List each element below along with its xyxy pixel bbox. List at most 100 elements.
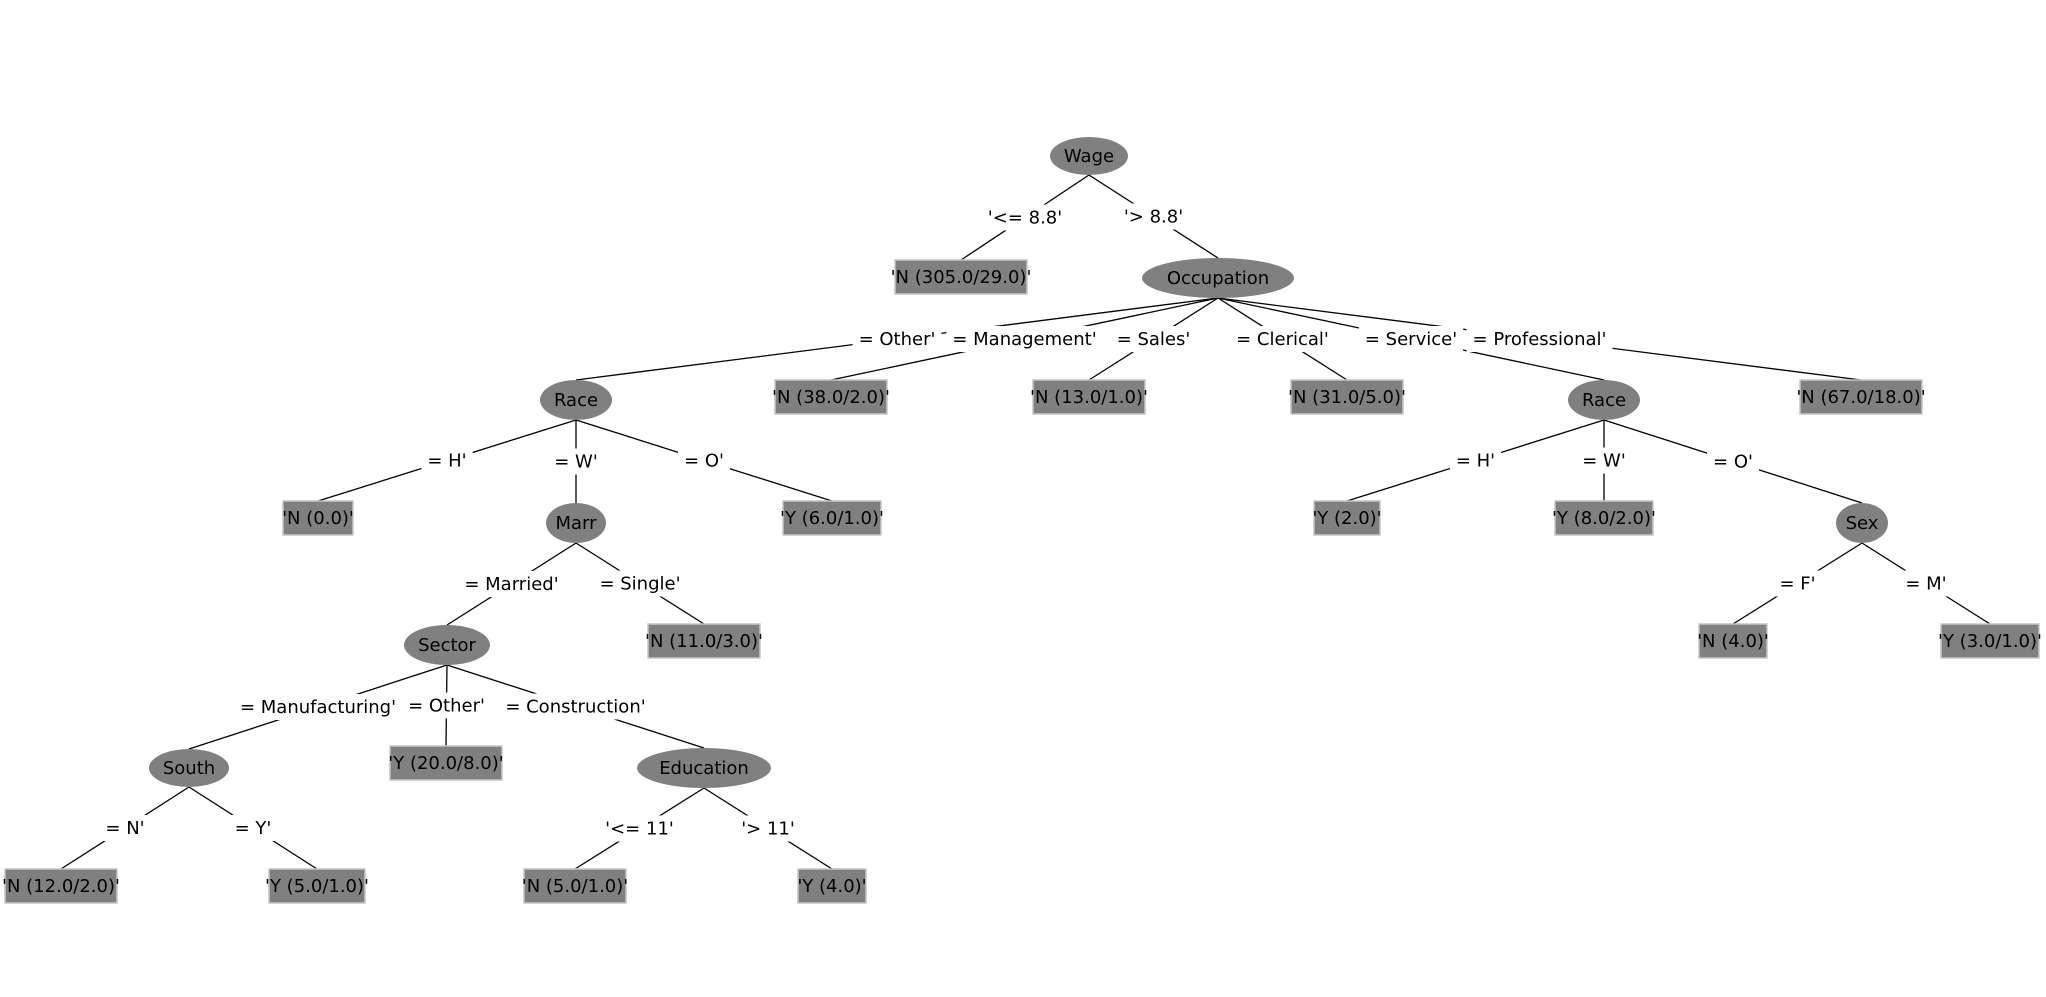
edge-label-text: = Sales' xyxy=(1117,329,1191,350)
leaf-node-leaf-n-67[interactable]: 'N (67.0/18.0)' xyxy=(1796,379,1926,415)
edge-label-marr-sector: = Married' xyxy=(458,571,565,597)
leaf-node-box xyxy=(268,868,366,904)
leaf-node-leaf-y-2[interactable]: 'Y (2.0)' xyxy=(1312,500,1382,536)
edge-label-background xyxy=(228,815,278,841)
node-label: 'Y (3.0/1.0)' xyxy=(1938,631,2042,652)
node-label: 'N (4.0)' xyxy=(1697,631,1769,652)
edge-label-background xyxy=(1449,447,1502,474)
edge-label-south-leaf-n-12: = N' xyxy=(99,815,151,841)
split-node-education[interactable]: Education xyxy=(637,748,771,788)
leaf-node-box xyxy=(1554,500,1654,536)
edge-label-race-other-leaf-y-6: = O' xyxy=(678,447,730,474)
split-node-oval xyxy=(1836,503,1888,543)
split-node-race-service[interactable]: Race xyxy=(1568,380,1640,420)
split-node-oval xyxy=(1050,137,1128,175)
edge-label-text: = H' xyxy=(427,451,466,472)
edge-label-text: '<= 8.8' xyxy=(988,208,1062,229)
leaf-node-box xyxy=(1940,623,2040,659)
edge-label-text: = Y' xyxy=(235,818,272,839)
node-label: 'N (67.0/18.0)' xyxy=(1796,387,1925,408)
edge-label-text: = W' xyxy=(1582,451,1626,472)
node-label: Education xyxy=(659,758,749,779)
edge-labels-layer: '<= 8.8''> 8.8'= Other'= Management'= Sa… xyxy=(99,203,1953,842)
leaf-node-leaf-n-12[interactable]: 'N (12.0/2.0)' xyxy=(2,868,120,904)
split-node-occupation[interactable]: Occupation xyxy=(1142,258,1294,298)
split-node-oval xyxy=(546,503,606,543)
split-node-marr[interactable]: Marr xyxy=(546,503,606,543)
edge-label-background xyxy=(678,447,730,474)
edge-label-occupation-race-service: = Service' xyxy=(1358,326,1464,352)
leaf-node-leaf-n-305[interactable]: 'N (305.0/29.0)' xyxy=(891,259,1032,295)
edge-label-text: = Single' xyxy=(599,574,680,595)
edge-label-text: = O' xyxy=(684,451,724,472)
leaf-node-leaf-n-31[interactable]: 'N (31.0/5.0)' xyxy=(1288,379,1406,415)
leaf-node-leaf-n-38[interactable]: 'N (38.0/2.0)' xyxy=(772,379,890,415)
node-label: 'N (11.0/3.0)' xyxy=(645,631,763,652)
leaf-node-leaf-n-4[interactable]: 'N (4.0)' xyxy=(1697,623,1769,659)
node-label: 'Y (4.0)' xyxy=(797,876,866,897)
leaf-node-box xyxy=(523,868,627,904)
edge-label-education-leaf-y-4: '> 11' xyxy=(735,815,801,842)
split-node-race-other[interactable]: Race xyxy=(540,380,612,420)
leaf-node-leaf-y-4[interactable]: 'Y (4.0)' xyxy=(797,868,867,904)
leaf-node-leaf-y-6[interactable]: 'Y (6.0/1.0)' xyxy=(780,500,884,536)
edge-label-background xyxy=(1707,448,1759,475)
leaf-node-box xyxy=(389,745,503,781)
leaf-node-leaf-y-3[interactable]: 'Y (3.0/1.0)' xyxy=(1938,623,2042,659)
edge-label-text: = Construction' xyxy=(505,697,645,718)
node-label: Sex xyxy=(1846,513,1879,534)
split-node-oval xyxy=(1568,380,1640,420)
leaf-node-leaf-y-5[interactable]: 'Y (5.0/1.0)' xyxy=(265,868,369,904)
node-label: Wage xyxy=(1064,146,1114,167)
leaf-node-leaf-n-5[interactable]: 'N (5.0/1.0)' xyxy=(522,868,628,904)
split-node-oval xyxy=(404,625,490,665)
node-label: 'Y (20.0/8.0)' xyxy=(388,753,503,774)
leaf-node-leaf-n-11[interactable]: 'N (11.0/3.0)' xyxy=(645,623,763,659)
edge-label-background xyxy=(981,204,1069,231)
edge-label-background xyxy=(458,571,565,597)
edge-label-background xyxy=(1773,570,1822,597)
leaf-node-leaf-n-13[interactable]: 'N (13.0/1.0)' xyxy=(1030,379,1148,415)
node-label: 'N (0.0)' xyxy=(282,508,354,529)
node-label: 'N (12.0/2.0)' xyxy=(2,876,120,897)
edge-label-text: = Manufacturing' xyxy=(240,697,396,718)
edge-label-background xyxy=(1110,326,1197,352)
node-label: 'N (5.0/1.0)' xyxy=(522,876,628,897)
edge-label-sector-leaf-y-20: = Other' xyxy=(402,692,491,719)
leaf-node-leaf-y-20[interactable]: 'Y (20.0/8.0)' xyxy=(388,745,504,781)
edge-label-marr-leaf-n-11: = Single' xyxy=(593,570,687,597)
edge-label-occupation-race-other: = Other' xyxy=(852,326,942,352)
split-node-south[interactable]: South xyxy=(149,749,229,787)
edge-label-background xyxy=(735,815,801,842)
edge-label-occupation-leaf-n-38: = Management' xyxy=(946,326,1103,352)
edge-label-text: = Other' xyxy=(408,696,485,717)
edge-label-background xyxy=(233,694,403,720)
edge-label-text: = Married' xyxy=(464,574,558,595)
leaf-node-box xyxy=(797,868,867,904)
node-label: 'N (13.0/1.0)' xyxy=(1030,387,1148,408)
edge-label-background xyxy=(1117,203,1190,230)
leaf-node-box xyxy=(1032,379,1146,415)
leaf-node-box xyxy=(282,500,354,536)
edge-label-background xyxy=(852,326,942,352)
split-node-sex[interactable]: Sex xyxy=(1836,503,1888,543)
edge-label-background xyxy=(1466,326,1613,352)
edge-label-race-other-marr: = W' xyxy=(548,448,604,475)
edge-label-text: = F' xyxy=(1779,574,1815,595)
leaf-node-leaf-n-0[interactable]: 'N (0.0)' xyxy=(282,500,354,536)
split-node-sector[interactable]: Sector xyxy=(404,625,490,665)
edge-label-background xyxy=(99,815,151,841)
edge-label-background xyxy=(1899,570,1953,597)
leaf-node-box xyxy=(774,379,888,415)
edge-label-occupation-leaf-n-67: = Professional' xyxy=(1466,326,1613,352)
node-label: South xyxy=(163,758,215,779)
edge-label-background xyxy=(402,692,491,719)
node-label: 'N (38.0/2.0)' xyxy=(772,387,890,408)
edge-label-background xyxy=(1230,326,1335,352)
leaf-node-box xyxy=(647,623,761,659)
edge-label-background xyxy=(499,693,652,720)
leaf-node-leaf-y-8[interactable]: 'Y (8.0/2.0)' xyxy=(1552,500,1656,536)
edge-label-background xyxy=(946,326,1103,352)
split-node-wage[interactable]: Wage xyxy=(1050,137,1128,175)
